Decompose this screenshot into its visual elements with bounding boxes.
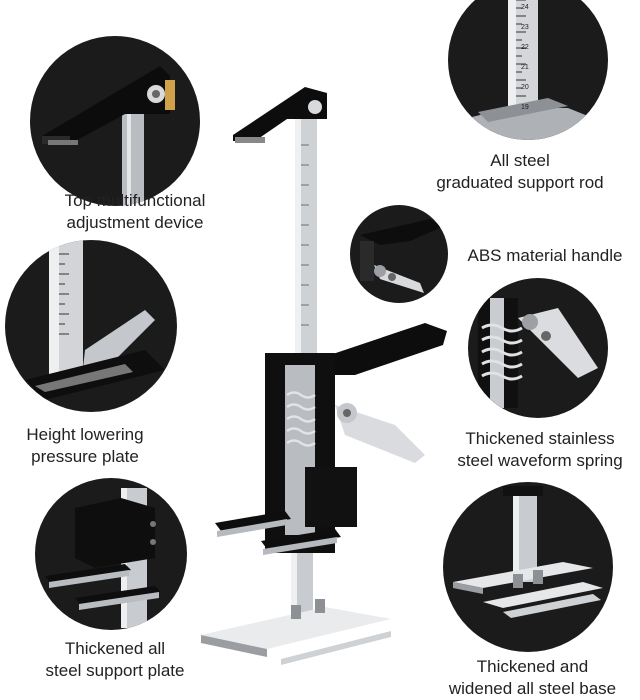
main-product-image bbox=[195, 75, 455, 675]
support-plate-detail-image bbox=[35, 478, 187, 630]
base-label-line1: Thickened and bbox=[476, 657, 589, 676]
spring-label: Thickened stainless steel waveform sprin… bbox=[440, 428, 640, 472]
pressure-plate-detail-image bbox=[5, 240, 177, 412]
support-rod-label: All steel graduated support rod bbox=[410, 150, 630, 194]
ruler-marks: 24 23 22 21 20 19 bbox=[513, 2, 541, 126]
base-label-line2: widened all steel base bbox=[448, 679, 617, 698]
ruler-mark: 23 bbox=[521, 24, 529, 31]
support-plate-label-line2: steel support plate bbox=[45, 661, 185, 680]
ruler-mark: 21 bbox=[521, 64, 529, 71]
top-adjustment-label: Top multifunctional adjustment device bbox=[40, 190, 230, 234]
top-adjustment-label-line2: adjustment device bbox=[66, 213, 204, 232]
pressure-plate-label: Height lowering pressure plate bbox=[0, 424, 170, 468]
base-label: Thickened and widened all steel base bbox=[425, 656, 640, 700]
ruler-mark: 24 bbox=[521, 4, 529, 11]
support-rod-label-line2: graduated support rod bbox=[436, 173, 604, 192]
handle-label: ABS material handle bbox=[455, 245, 635, 267]
ruler-mark: 20 bbox=[521, 84, 529, 91]
ruler-mark: 19 bbox=[521, 104, 529, 111]
support-rod-label-line1: All steel bbox=[490, 151, 550, 170]
base-detail-image bbox=[443, 482, 613, 652]
spring-label-line2: steel waveform spring bbox=[457, 451, 623, 470]
top-adjustment-detail-image bbox=[30, 36, 200, 206]
pressure-plate-label-line1: Height lowering bbox=[26, 425, 144, 444]
spring-detail-image bbox=[468, 278, 608, 418]
spring-label-line1: Thickened stainless bbox=[465, 429, 615, 448]
support-plate-label-line1: Thickened all bbox=[64, 639, 166, 658]
support-rod-detail-image bbox=[448, 0, 608, 140]
handle-detail-image bbox=[350, 205, 448, 303]
pressure-plate-label-line2: pressure plate bbox=[31, 447, 139, 466]
handle-label-line1: ABS material handle bbox=[467, 246, 623, 265]
top-adjustment-label-line1: Top multifunctional bbox=[64, 191, 206, 210]
support-plate-label: Thickened all steel support plate bbox=[20, 638, 210, 682]
ruler-mark: 22 bbox=[521, 44, 529, 51]
